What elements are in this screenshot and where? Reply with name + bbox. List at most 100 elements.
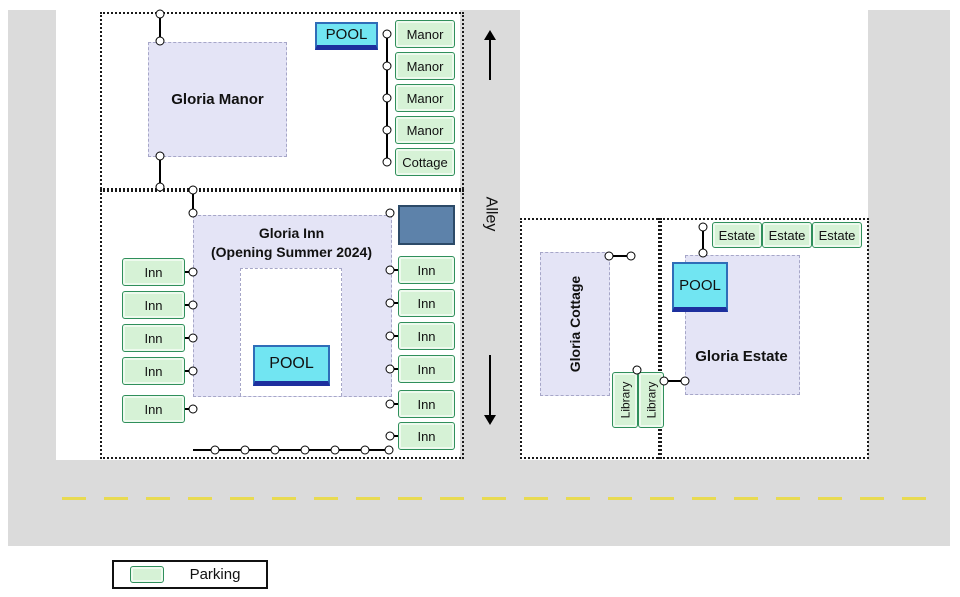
- gloria-inn-subtitle: (Opening Summer 2024): [210, 243, 373, 260]
- connector-dot: [632, 365, 642, 375]
- block-cottage: [520, 218, 662, 459]
- connector-dot: [385, 265, 395, 275]
- parking-label: Manor: [406, 26, 444, 42]
- parking-label: Inn: [144, 401, 163, 417]
- connector-dot: [270, 445, 280, 455]
- gloria-cottage-label: Gloria Cottage: [567, 275, 583, 373]
- connector-dot: [698, 248, 708, 258]
- connector-dot: [188, 404, 198, 414]
- parking-spot-manor: Manor: [395, 52, 455, 80]
- block-inn: [100, 188, 464, 459]
- parking-label: Inn: [144, 363, 163, 379]
- connector-dot: [188, 208, 198, 218]
- dark-roof-building: [398, 205, 455, 245]
- parking-label: Library: [618, 381, 632, 419]
- parking-label: Inn: [417, 295, 436, 311]
- parking-spot-manor: Manor: [395, 84, 455, 112]
- connector-dot: [382, 125, 392, 135]
- parking-label: Inn: [144, 297, 163, 313]
- parking-spot-estate: Estate: [812, 222, 862, 248]
- parking-label: Inn: [417, 361, 436, 377]
- parking-label: Estate: [718, 227, 756, 243]
- connector-dot: [382, 29, 392, 39]
- alley-label: Alley: [482, 196, 499, 232]
- connector-line: [663, 380, 686, 382]
- connector-dot: [330, 445, 340, 455]
- parking-label: Estate: [818, 227, 856, 243]
- inn-pool: POOL: [253, 345, 330, 386]
- connector-dot: [604, 251, 614, 261]
- legend-label: Parking: [189, 566, 241, 583]
- block-estate: [658, 218, 869, 459]
- connector-dot: [659, 376, 669, 386]
- parking-label: Cottage: [402, 154, 448, 170]
- connector-dot: [155, 36, 165, 46]
- connector-dot: [155, 151, 165, 161]
- arrow-up-icon: [483, 30, 497, 80]
- parking-spot-estate: Estate: [712, 222, 762, 248]
- legend-parking-swatch: [130, 566, 164, 583]
- parking-label: Inn: [417, 396, 436, 412]
- connector-dot: [360, 445, 370, 455]
- connector-dot: [188, 366, 198, 376]
- parking-label: Manor: [406, 58, 444, 74]
- road-left: [8, 10, 56, 546]
- parking-spot-inn: Inn: [398, 289, 455, 317]
- connector-dot: [385, 364, 395, 374]
- connector-dot: [385, 298, 395, 308]
- connector-dot: [155, 182, 165, 192]
- gloria-manor-building: Gloria Manor: [148, 42, 287, 157]
- connector-dot: [382, 157, 392, 167]
- parking-spot-inn: Inn: [398, 422, 455, 450]
- parking-label: Inn: [417, 328, 436, 344]
- parking-label: Inn: [417, 262, 436, 278]
- connector-dot: [680, 376, 690, 386]
- inn-pool-label: POOL: [269, 355, 314, 372]
- connector-dot: [188, 333, 198, 343]
- connector-dot: [385, 399, 395, 409]
- alley-label-wrap: Alley: [460, 172, 520, 256]
- connector-dot: [385, 431, 395, 441]
- parking-label: Estate: [768, 227, 806, 243]
- parking-label: Manor: [406, 90, 444, 106]
- parking-spot-inn: Inn: [398, 256, 455, 284]
- connector-dot: [210, 445, 220, 455]
- connector-dot: [384, 445, 394, 455]
- connector-dot: [626, 251, 636, 261]
- parking-spot-manor: Manor: [395, 116, 455, 144]
- connector-line: [702, 226, 704, 255]
- manor-pool: POOL: [315, 22, 378, 50]
- parking-spot-inn: Inn: [122, 291, 185, 319]
- connector-dot: [188, 300, 198, 310]
- parking-label: Library: [644, 381, 658, 419]
- legend: Parking: [112, 560, 268, 589]
- parking-spot-inn: Inn: [122, 395, 185, 423]
- estate-pool: POOL: [672, 262, 728, 312]
- connector-line: [159, 156, 161, 187]
- connector-dot: [382, 93, 392, 103]
- gloria-cottage-building: Gloria Cottage: [540, 252, 610, 396]
- parking-label: Inn: [417, 428, 436, 444]
- connector-dot: [155, 9, 165, 19]
- road-center-line: [62, 497, 940, 500]
- gloria-manor-label: Gloria Manor: [171, 91, 264, 108]
- estate-pool-label: POOL: [679, 277, 721, 294]
- parking-spot-manor: Manor: [395, 20, 455, 48]
- parking-label: Inn: [144, 330, 163, 346]
- arrow-down-icon: [483, 355, 497, 425]
- connector-dot: [240, 445, 250, 455]
- parking-spot-inn: Inn: [122, 357, 185, 385]
- connector-dot: [188, 267, 198, 277]
- parking-spot-inn: Inn: [398, 355, 455, 383]
- gloria-estate-label: Gloria Estate: [695, 348, 788, 365]
- parking-spot-inn: Inn: [398, 390, 455, 418]
- parking-spot-estate: Estate: [762, 222, 812, 248]
- connector-dot: [698, 222, 708, 232]
- parking-label: Manor: [406, 122, 444, 138]
- gloria-inn-name: Gloria Inn: [258, 225, 325, 241]
- connector-line: [608, 255, 632, 257]
- connector-line: [193, 449, 390, 451]
- connector-line: [159, 14, 161, 41]
- gloria-inn-label: Gloria Inn (Opening Summer 2024): [193, 224, 390, 262]
